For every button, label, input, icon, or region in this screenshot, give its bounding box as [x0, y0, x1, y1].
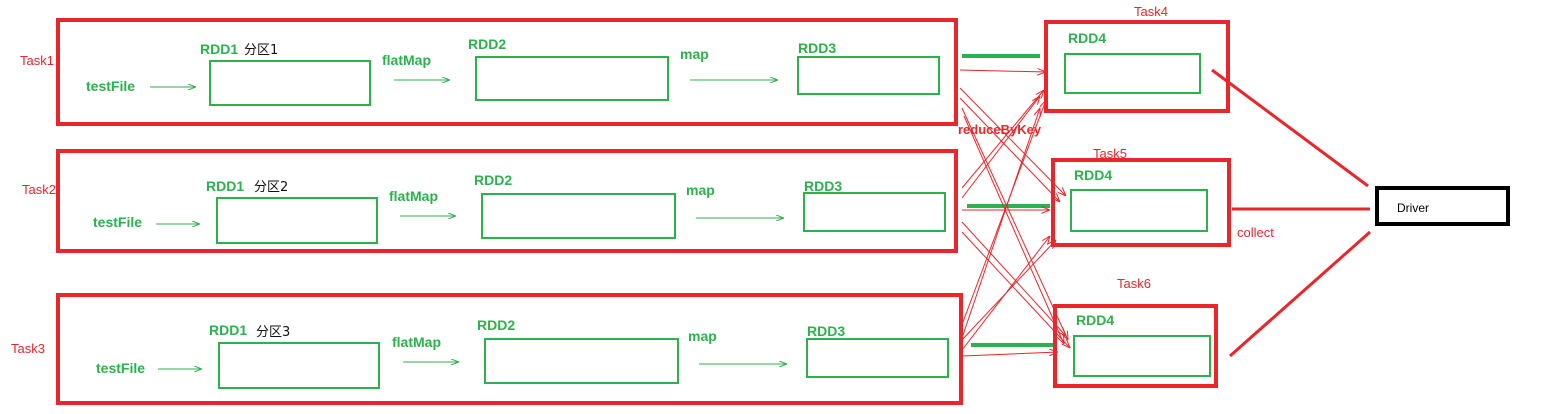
rdd3-label-3: RDD3	[807, 323, 845, 339]
task-container-1	[56, 18, 958, 126]
shuffle-arrow-3-4	[959, 100, 1046, 331]
rdd2-box-1	[475, 56, 669, 101]
task-row-3: Task3 testFile RDD1 分区3 flatMap RDD2 map…	[11, 293, 963, 405]
partition-label-1: 分区1	[244, 43, 278, 58]
shuffle-arrow-3-6	[961, 352, 1058, 357]
op1-label-3: flatMap	[392, 334, 441, 350]
task-container-3	[56, 293, 963, 405]
rdd3-box-3	[806, 338, 949, 378]
task-label-1: Task1	[20, 53, 54, 68]
shuffle-arrow-3-4b	[961, 108, 1040, 339]
task-row-1: Task1 testFile RDD1 分区1 flatMap RDD2 map…	[20, 18, 958, 126]
rdd1-label-2: RDD1	[206, 178, 244, 194]
shuffle-connections: reduceByKey	[958, 54, 1070, 357]
rdd3-label-1: RDD3	[798, 40, 836, 56]
shuffle-arrow-1-6	[961, 107, 1068, 340]
driver-box	[1375, 186, 1510, 226]
collect-link-6	[1229, 230, 1371, 358]
rdd4-label-5: RDD4	[1074, 167, 1112, 183]
rdd4-box-4	[1064, 53, 1201, 94]
task-container-2	[56, 149, 958, 253]
task-label-3: Task3	[11, 341, 45, 356]
rdd3-box-2	[803, 192, 946, 232]
reducer-task-label-6: Task6	[1117, 276, 1151, 291]
shuffle-arrow-2-4	[961, 90, 1044, 189]
op2-label-1: map	[680, 46, 709, 62]
reducer-task-label-5: Task5	[1093, 146, 1127, 161]
shuffle-arrow-1-6b	[963, 115, 1064, 344]
reducer-container-6	[1053, 304, 1218, 388]
rdd4-box-6	[1073, 335, 1211, 377]
rdd3-label-2: RDD3	[804, 178, 842, 194]
rdd1-box-2	[216, 197, 378, 244]
rdd2-box-3	[484, 338, 679, 384]
shuffle-arrow-2-6	[961, 221, 1066, 336]
driver: Driver	[1375, 186, 1510, 226]
reducer-container-4	[1044, 20, 1230, 113]
reducer-task-6: Task6 RDD4	[1053, 276, 1218, 388]
shuffle-arrow-1-4	[959, 70, 1046, 72]
shuffle-arrow-1-5	[959, 87, 1066, 196]
collect-links: collect	[1211, 68, 1371, 358]
shuffle-label: reduceByKey	[958, 122, 1042, 137]
reducer-task-label-4: Task4	[1134, 4, 1168, 19]
rdd2-label-2: RDD2	[474, 172, 512, 188]
op2-label-2: map	[686, 182, 715, 198]
source-label-2: testFile	[93, 214, 142, 230]
rdd2-label-3: RDD2	[477, 317, 515, 333]
rdd1-box-3	[218, 342, 380, 389]
rdd1-box-1	[209, 60, 371, 106]
shuffle-arrow-2-4b	[961, 96, 1040, 199]
collect-label: collect	[1237, 225, 1274, 240]
op1-label-2: flatMap	[389, 188, 438, 204]
collect-link-4	[1211, 68, 1369, 188]
rdd4-label-4: RDD4	[1068, 30, 1106, 46]
source-label-3: testFile	[96, 360, 145, 376]
rdd4-box-5	[1070, 189, 1208, 232]
rdd4-label-6: RDD4	[1076, 312, 1114, 328]
task-row-2: Task2 testFile RDD1 分区2 flatMap RDD2 map…	[22, 149, 958, 253]
op1-label-1: flatMap	[382, 52, 431, 68]
shuffle-arrow-1-5b	[959, 97, 1060, 202]
partition-label-3: 分区3	[256, 325, 290, 340]
rdd3-box-1	[797, 56, 940, 95]
partition-label-2: 分区2	[254, 180, 288, 195]
rdd1-label-3: RDD1	[209, 322, 247, 338]
task-label-2: Task2	[22, 182, 56, 197]
shuffle-arrow-3-5b	[961, 236, 1050, 351]
rdd1-label-1: RDD1	[200, 41, 238, 57]
rdd2-box-2	[481, 193, 676, 239]
op2-label-3: map	[688, 328, 717, 344]
reducer-task-4: Task4 RDD4	[1044, 4, 1230, 113]
reducer-task-5: Task5 RDD4	[1051, 146, 1231, 247]
rdd2-label-1: RDD2	[468, 36, 506, 52]
shuffle-arrow-2-6b	[961, 231, 1070, 348]
driver-label: Driver	[1397, 201, 1429, 215]
reducer-container-5	[1051, 158, 1231, 247]
source-label-1: testFile	[86, 78, 135, 94]
